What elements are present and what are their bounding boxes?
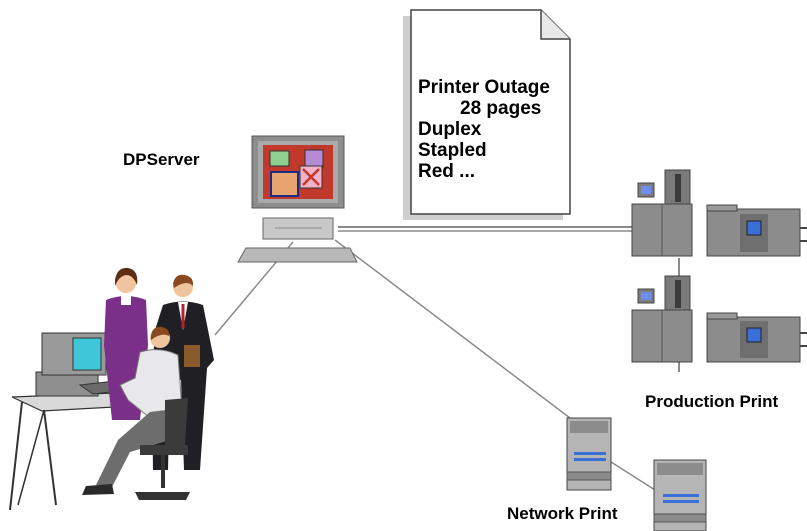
doc-line-color: Red ... bbox=[418, 161, 476, 182]
woman-hair bbox=[115, 267, 138, 286]
netprinter2-blue2 bbox=[663, 500, 699, 503]
screen-window-3 bbox=[270, 171, 299, 197]
document-icon bbox=[403, 9, 571, 220]
netprinter2-blue bbox=[663, 494, 699, 497]
printer2-tower-slot bbox=[675, 280, 681, 308]
netprinter1-blue bbox=[574, 452, 606, 455]
netprinter1-tray bbox=[566, 471, 612, 481]
desk-leg-3 bbox=[17, 409, 45, 506]
screen-x-mark bbox=[302, 168, 320, 186]
screen-window-2 bbox=[304, 149, 324, 169]
man-hair bbox=[173, 274, 194, 288]
desk-leg-2 bbox=[43, 409, 57, 506]
network-printer-icon bbox=[566, 417, 707, 531]
production-printer-icon bbox=[631, 169, 807, 363]
woman-head bbox=[116, 273, 136, 293]
keyboard bbox=[237, 247, 358, 263]
server-to-network-line bbox=[334, 239, 571, 419]
chair-back bbox=[165, 398, 188, 448]
printer-finisher-top bbox=[706, 204, 738, 212]
workstation-screen bbox=[72, 337, 102, 371]
production-print-label: Production Print bbox=[645, 392, 779, 411]
netprinter2-tray bbox=[653, 513, 707, 523]
seated-legs bbox=[96, 408, 182, 487]
dpserver-label: DPServer bbox=[123, 150, 200, 169]
chair-base bbox=[135, 492, 190, 500]
seated-shoe bbox=[82, 484, 114, 495]
printer2-finisher-blue bbox=[746, 327, 762, 343]
document-page bbox=[410, 9, 571, 215]
printer2-finisher-top bbox=[706, 312, 738, 320]
screen-window-1 bbox=[269, 150, 290, 167]
woman-collar bbox=[121, 295, 131, 305]
doc-line-pages: 28 pages bbox=[460, 98, 542, 119]
printer-console-screen bbox=[641, 186, 651, 194]
netprinter1-top bbox=[570, 421, 608, 433]
document-corner-fold bbox=[540, 10, 570, 40]
desk-leg-1 bbox=[9, 401, 23, 511]
people-icon bbox=[82, 267, 214, 500]
printer-tower-slot bbox=[675, 174, 681, 202]
network-printer-link bbox=[610, 461, 656, 491]
server-monitor-icon bbox=[237, 135, 358, 263]
printer-finisher-blue bbox=[746, 220, 762, 236]
seated-hair bbox=[151, 326, 170, 340]
printer2-console-screen bbox=[641, 292, 651, 300]
doc-line-duplex: Duplex bbox=[418, 119, 482, 140]
doc-line-title: Printer Outage bbox=[418, 77, 550, 98]
man-folder bbox=[184, 345, 200, 367]
netprinter1-blue2 bbox=[574, 458, 606, 461]
doc-line-stapled: Stapled bbox=[418, 140, 487, 161]
chair-seat bbox=[140, 445, 188, 455]
netprinter2-top bbox=[657, 463, 703, 475]
network-print-label: Network Print bbox=[507, 504, 618, 523]
